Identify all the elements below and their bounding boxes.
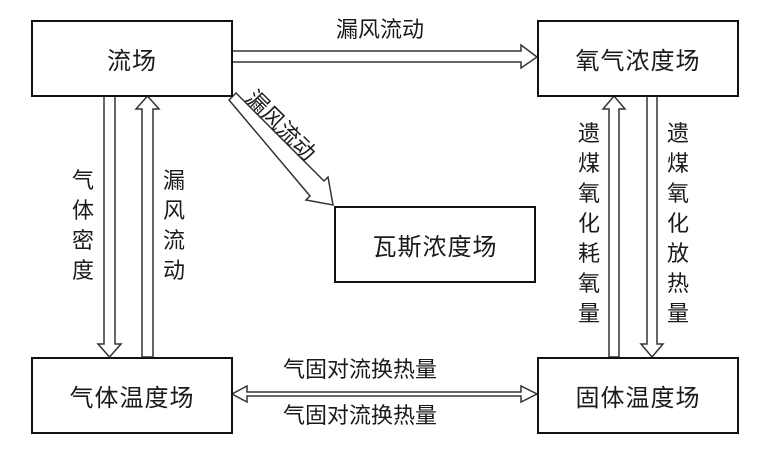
node-gas-temperature-field: 气体温度场 bbox=[31, 357, 233, 434]
label-solid-temp-to-oxygen: 遗煤氧化耗氧量 bbox=[577, 120, 601, 330]
label-oxygen-to-solid-temp: 遗煤氧化放热量 bbox=[666, 120, 690, 330]
arrow-solid-temp-to-oxygen bbox=[601, 94, 627, 358]
arrow-gas-temp-to-flow bbox=[134, 94, 161, 358]
label-gas-solid-top: 气固对流换热量 bbox=[283, 358, 438, 383]
label-char: 动 bbox=[162, 259, 185, 284]
label-char: 漏 bbox=[162, 169, 185, 194]
label-char: 热 bbox=[666, 272, 689, 297]
label-char: 体 bbox=[71, 199, 94, 224]
label-char: 流 bbox=[162, 229, 185, 254]
arrow-flow-to-gas-temp bbox=[96, 95, 123, 359]
node-gas-concentration-field: 瓦斯浓度场 bbox=[334, 206, 536, 283]
label-char: 耗 bbox=[577, 242, 600, 267]
label-char: 放 bbox=[666, 242, 689, 267]
arrow-flow-to-oxygen bbox=[231, 43, 539, 70]
label-char: 化 bbox=[666, 212, 689, 237]
label-char: 风 bbox=[162, 199, 185, 224]
label-char: 氧 bbox=[577, 182, 600, 207]
node-solid-temperature-field: 固体温度场 bbox=[537, 357, 739, 434]
label-char: 煤 bbox=[577, 152, 600, 177]
label-char: 量 bbox=[666, 302, 689, 327]
label-char: 量 bbox=[577, 302, 600, 327]
label-char: 度 bbox=[71, 259, 94, 284]
label-char: 氧 bbox=[577, 272, 600, 297]
label-char: 密 bbox=[71, 229, 94, 254]
label-char: 遗 bbox=[577, 122, 600, 147]
label-char: 煤 bbox=[666, 152, 689, 177]
label-flow-to-gas-temp: 气体密度 bbox=[71, 167, 95, 287]
label-char: 遗 bbox=[666, 122, 689, 147]
label-gas-temp-to-flow: 漏风流动 bbox=[162, 167, 186, 287]
arrow-flow-to-gas-conc bbox=[227, 91, 334, 206]
label-char: 气 bbox=[71, 169, 94, 194]
arrow-oxygen-to-solid-temp bbox=[639, 95, 665, 359]
label-char: 化 bbox=[577, 212, 600, 237]
node-oxygen-field: 氧气浓度场 bbox=[537, 20, 739, 97]
arrow-gas-solid-exchange bbox=[230, 384, 539, 404]
label-gas-solid-bottom: 气固对流换热量 bbox=[283, 404, 438, 429]
node-flow-field: 流场 bbox=[31, 20, 233, 97]
label-flow-to-oxygen: 漏风流动 bbox=[336, 18, 425, 43]
label-char: 氧 bbox=[666, 182, 689, 207]
